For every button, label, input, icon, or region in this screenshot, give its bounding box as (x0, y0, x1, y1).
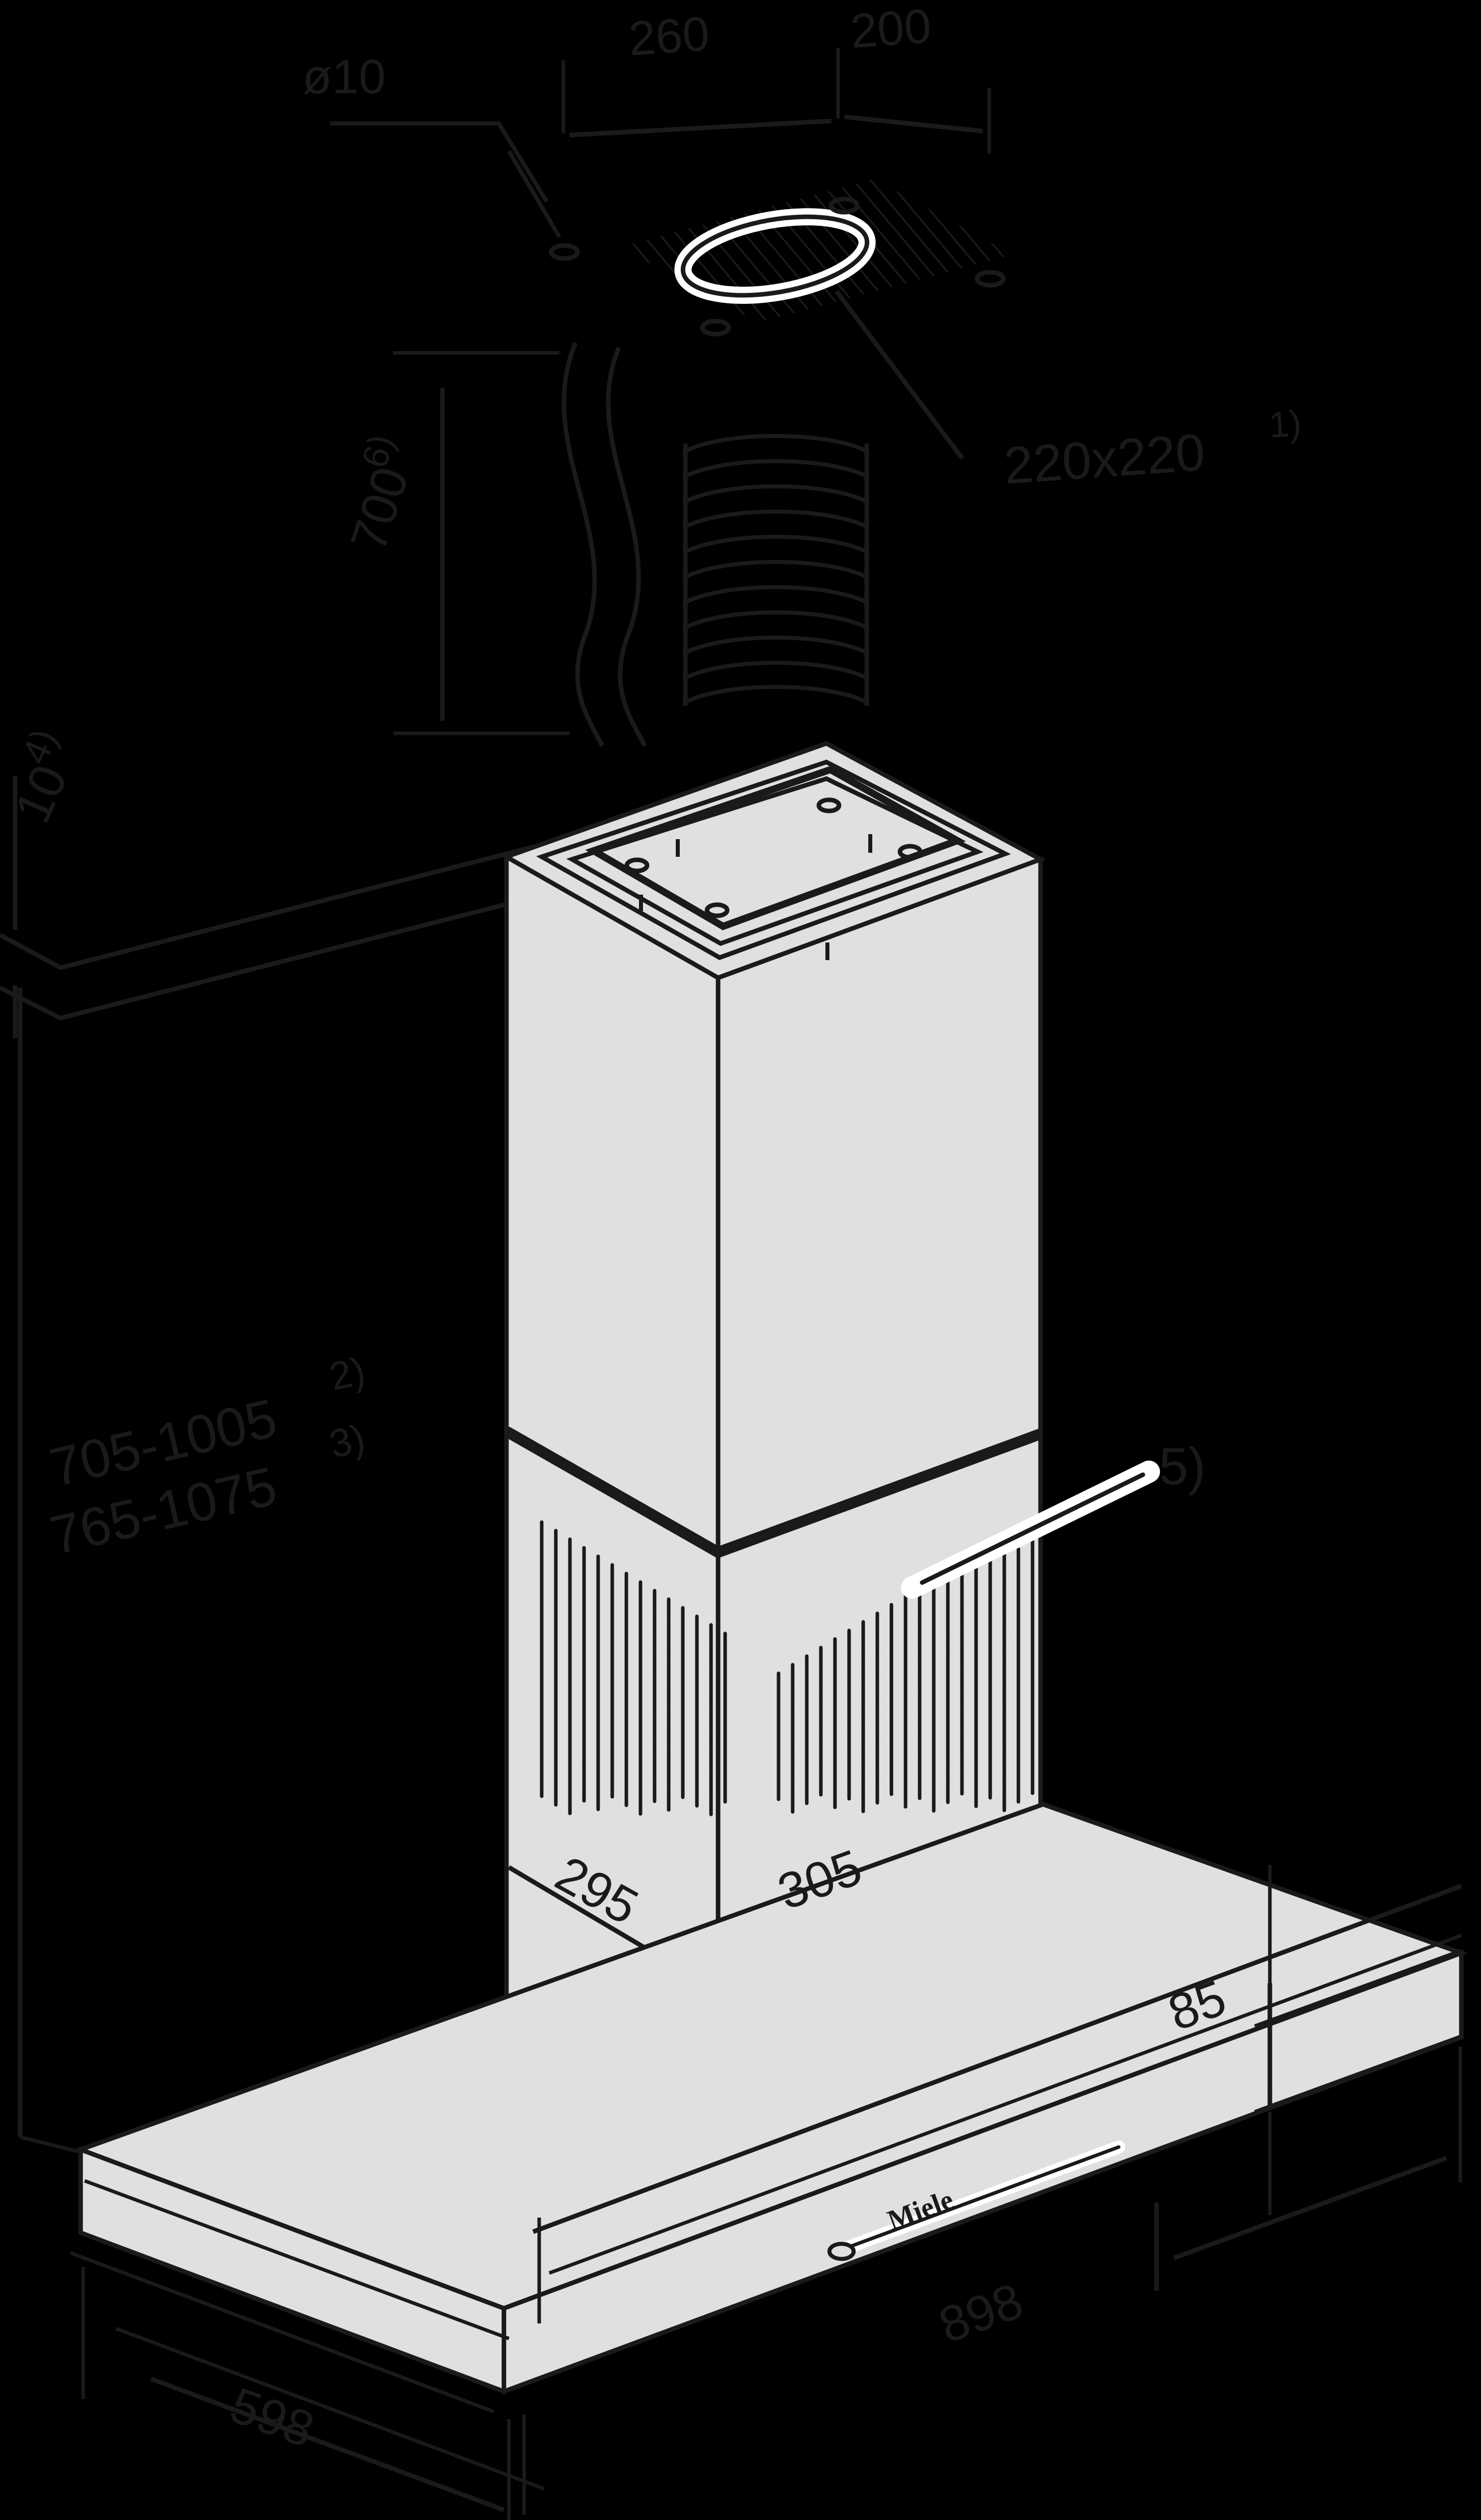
handle-knob (827, 2242, 856, 2261)
mounting-hole-right (975, 270, 1006, 288)
chimney-top-bracket (536, 760, 1011, 960)
canopy (74, 1802, 1468, 2395)
ceiling-opening-leader (834, 290, 964, 460)
label-ceiling-opening-note: 1) (1267, 403, 1302, 446)
ceiling-plate-group (549, 179, 1013, 337)
canopy-height-dimension (1254, 1865, 1462, 2215)
duct-diameter-leader (330, 121, 561, 238)
label-callout-5: 5) (1159, 1437, 1205, 1496)
label-offset-200: 200 (849, 0, 933, 58)
mounting-hole-left (549, 243, 580, 261)
mounting-hole-top (828, 197, 860, 215)
flexible-duct (683, 434, 869, 706)
duct-length-dimension (393, 351, 569, 735)
label-offset-260: 260 (627, 7, 711, 66)
canopy-depth-dimension (70, 2251, 545, 2520)
canopy-width-dimension (522, 2046, 1462, 2515)
canopy-handle (827, 2140, 1125, 2261)
label-ceiling-opening: 220x220 (1002, 423, 1207, 495)
label-duct-diameter: ø10 (302, 50, 385, 104)
duct-route-lines (561, 342, 647, 747)
callout-5-leader (901, 1461, 1160, 1599)
mounting-hole-bottom (700, 319, 731, 337)
vent-grille-left (540, 1520, 727, 1816)
duct-opening-ellipse (680, 214, 870, 298)
top-dimension-chain (561, 48, 991, 154)
